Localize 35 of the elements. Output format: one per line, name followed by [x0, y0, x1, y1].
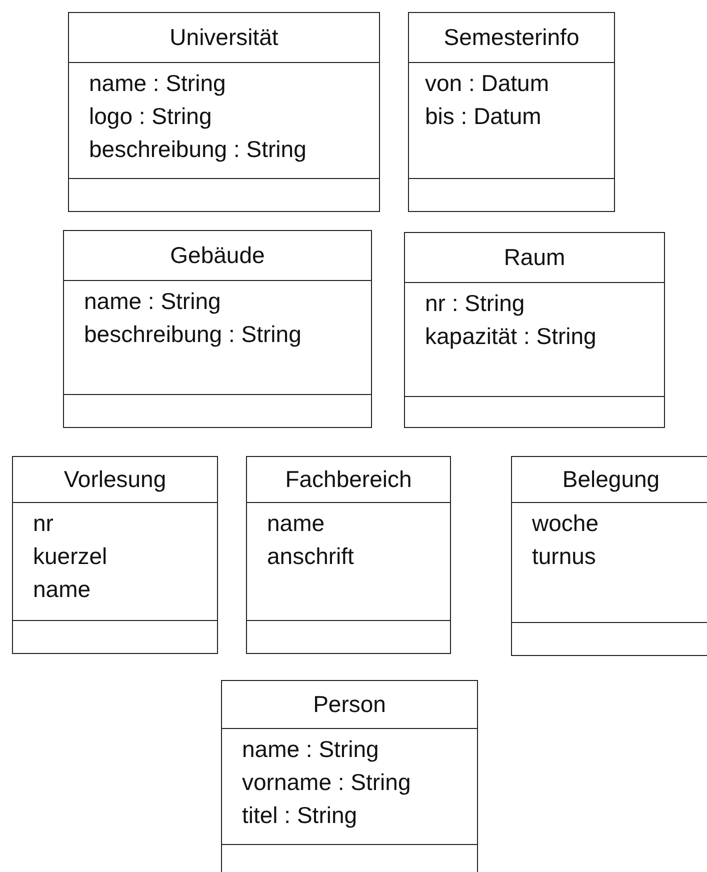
class-name: Gebäude [170, 242, 265, 269]
class-name: Person [313, 691, 386, 718]
attribute-text: beschreibung : String [84, 320, 302, 349]
class-box [246, 456, 451, 654]
attribute-text: nr [33, 509, 54, 538]
attribute-text: name : String [242, 735, 379, 764]
class-box [68, 12, 380, 212]
attribute-text: anschrift [267, 542, 354, 571]
attribute-text: name : String [84, 287, 221, 316]
attribute-text: turnus [532, 542, 596, 571]
attribute-text: nr : String [425, 289, 525, 318]
class-box [221, 680, 478, 872]
class-name: Semesterinfo [444, 24, 580, 51]
class-box [404, 232, 665, 428]
attribute-text: titel : String [242, 801, 358, 830]
attribute-text: bis : Datum [425, 102, 542, 131]
class-name: Belegung [562, 466, 660, 493]
class-name: Vorlesung [64, 466, 166, 493]
class-box [511, 456, 707, 656]
class-box [408, 12, 615, 212]
class-box [12, 456, 218, 654]
attribute-text: kapazität : String [425, 322, 596, 351]
class-box [63, 230, 372, 428]
class-name: Fachbereich [285, 466, 412, 493]
attribute-text: woche [532, 509, 598, 538]
attribute-text: vorname : String [242, 768, 411, 797]
class-name: Universität [170, 24, 278, 51]
attribute-text: beschreibung : String [89, 135, 306, 164]
attribute-text: name : String [89, 69, 226, 98]
attribute-text: logo : String [89, 102, 212, 131]
attribute-text: name [267, 509, 325, 538]
class-name: Raum [504, 244, 566, 271]
attribute-text: kuerzel [33, 542, 108, 571]
attribute-text: name [33, 575, 91, 604]
attribute-text: von : Datum [425, 69, 549, 98]
